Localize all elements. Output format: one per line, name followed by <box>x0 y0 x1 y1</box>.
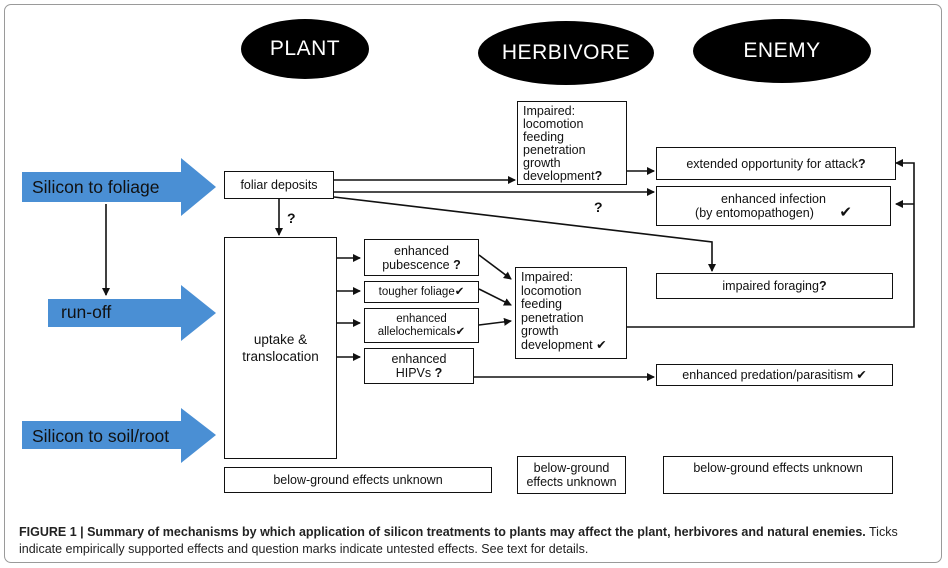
impaired-top-untested-mark: ? <box>594 169 603 183</box>
pubescence-line-1: enhanced <box>394 243 449 258</box>
herbivore-header: HERBIVORE <box>478 21 654 85</box>
allelo-to-impaired-arrow <box>478 317 512 326</box>
foraging-box: impaired foraging? <box>656 273 893 299</box>
hipvs-line-2: HIPVs <box>395 366 432 380</box>
foraging-label: impaired foraging <box>722 279 819 293</box>
pubescence-line-2: pubescence <box>382 257 450 272</box>
impaired-top-line-3: penetration <box>523 143 586 157</box>
runoff-source-arrow <box>48 285 216 341</box>
predation-label: enhanced predation/parasitism <box>682 368 854 382</box>
foraging-untested-mark: ? <box>818 279 827 293</box>
source-soil-label: Silicon to soil/root <box>32 426 170 446</box>
caption-rest-text: Ticks indicate empirically supported eff… <box>19 525 898 556</box>
enemy-header: ENEMY <box>693 19 871 83</box>
foliage-to-impaired-arrow <box>478 288 512 306</box>
allelo-line-2: allelochemicals <box>377 325 456 338</box>
source-foliage-label: Silicon to foliage <box>32 177 160 197</box>
impaired-bottom-line-4: growth <box>521 324 559 338</box>
herbivore-below-line-2: effects unknown <box>526 475 617 489</box>
impaired-top-line-2: feeding <box>523 130 565 144</box>
deposit-uptake-question-mark: ? <box>287 210 296 226</box>
impaired-bottom-line-2: feeding <box>521 297 563 311</box>
source-runoff-label: run-off <box>61 302 112 322</box>
tougher-foliage-tick-mark: ✔ <box>454 286 465 298</box>
infection-box: enhanced infection (by entomopathogen) ✔ <box>656 186 891 226</box>
plant-header: PLANT <box>241 19 369 79</box>
impaired-top-line-1: locomotion <box>523 117 584 131</box>
impaired-top-line-4: growth <box>523 156 561 170</box>
caption-bold-text: Summary of mechanisms by which applicati… <box>87 525 866 539</box>
uptake-line-1: uptake & <box>253 332 308 347</box>
impaired-bottom-line-0: Impaired: <box>521 270 574 284</box>
infection-line-1: enhanced infection <box>721 192 826 206</box>
infection-line-2: (by entomopathogen) <box>695 206 814 220</box>
deposit-to-foraging-arrow <box>333 196 716 272</box>
attack-box: extended opportunity for attack? <box>656 147 896 180</box>
predation-tick-mark: ✔ <box>856 368 867 382</box>
soil-source-arrow <box>22 408 216 463</box>
enemy-below-ground-label: below-ground effects unknown <box>693 461 863 475</box>
attack-label: extended opportunity for attack <box>686 156 858 171</box>
allelochemicals-box: enhanced allelochemicals✔ <box>364 308 479 343</box>
attack-untested-mark: ? <box>858 156 866 171</box>
uptake-translocation-box: uptake & translocation <box>224 237 337 459</box>
figure-frame: PLANT HERBIVORE ENEMY Silicon to foliage… <box>4 4 942 563</box>
impaired-top-box: Impaired: locomotion feeding penetration… <box>517 101 627 185</box>
diagram-connectors <box>22 158 915 463</box>
pubescence-box: enhanced pubescence ? <box>364 239 479 276</box>
figure-caption: FIGURE 1 | Summary of mechanisms by whic… <box>19 524 937 558</box>
impaired-bottom-line-5: development <box>521 337 593 352</box>
impaired-bottom-line-3: penetration <box>521 310 584 325</box>
pubescence-untested-mark: ? <box>453 257 461 272</box>
foliar-deposits-box: foliar deposits <box>224 171 334 199</box>
impaired-bottom-tick-mark: ✔ <box>596 337 607 352</box>
enemy-below-ground-box: below-ground effects unknown <box>663 456 893 494</box>
middle-question-mark: ? <box>594 199 603 215</box>
uptake-line-2: translocation <box>242 349 319 364</box>
herbivore-below-line-1: below-ground <box>533 461 610 475</box>
tougher-foliage-label: tougher foliage <box>378 286 455 298</box>
impaired-top-line-0: Impaired: <box>523 104 576 118</box>
allelo-tick-mark: ✔ <box>455 325 466 338</box>
herbivore-below-ground-box: below-ground effects unknown <box>517 456 626 494</box>
impaired-top-line-5: development <box>523 169 595 183</box>
pubescence-to-impaired-arrow <box>478 254 512 280</box>
predation-box: enhanced predation/parasitism ✔ <box>656 364 893 386</box>
infection-tick-mark: ✔ <box>839 204 852 221</box>
impaired-to-enemy-loop <box>627 159 915 328</box>
impaired-bottom-box: Impaired: locomotion feeding penetration… <box>515 267 627 359</box>
allelo-line-1: enhanced <box>396 312 447 325</box>
hipvs-box: enhanced HIPVs ? <box>364 348 474 384</box>
hipvs-untested-mark: ? <box>434 366 443 380</box>
tougher-foliage-box: tougher foliage✔ <box>364 281 479 303</box>
impaired-bottom-line-1: locomotion <box>521 283 582 298</box>
hipvs-line-1: enhanced <box>391 352 447 366</box>
caption-label: FIGURE 1 | <box>19 525 88 539</box>
plant-below-ground-box: below-ground effects unknown <box>224 467 492 493</box>
foliar-deposits-label: foliar deposits <box>240 178 318 192</box>
plant-below-ground-label: below-ground effects unknown <box>273 473 443 487</box>
foliage-source-arrow <box>22 158 216 216</box>
